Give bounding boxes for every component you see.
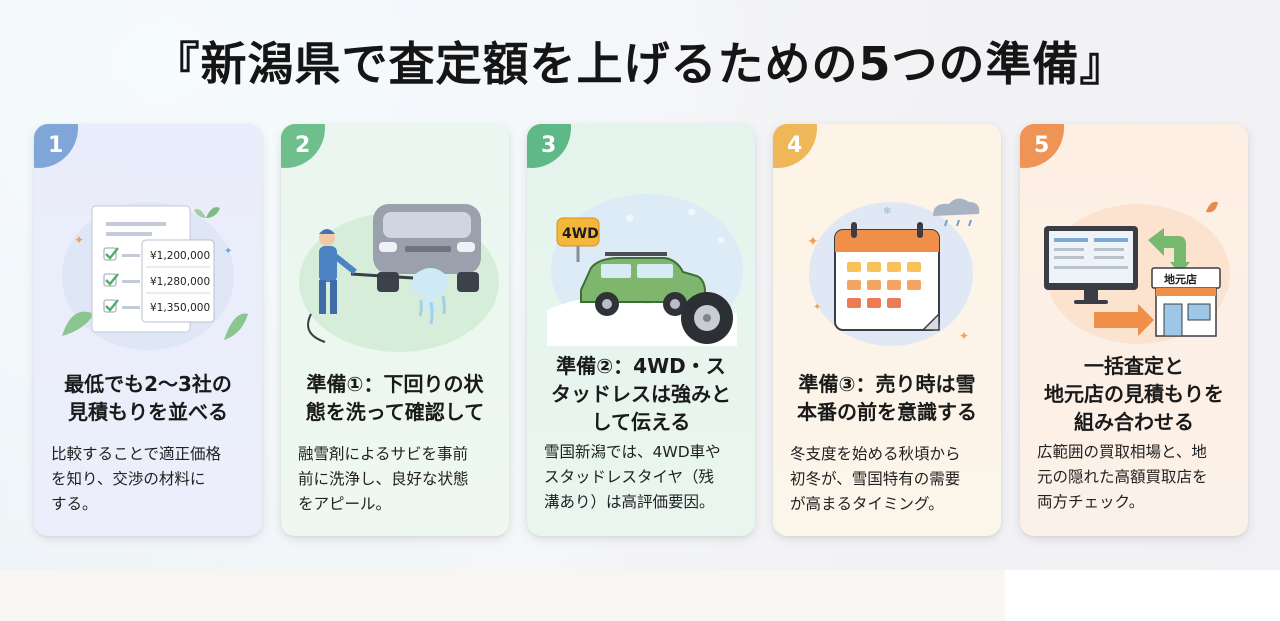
- step-number: 1: [48, 133, 64, 158]
- svg-text:✦: ✦: [813, 302, 821, 313]
- card-1: 1 ✦ ✦ ¥1,200,000 ¥1,280,000: [34, 124, 262, 536]
- card-desc-line: 溝あり）は高評価要因。: [544, 493, 715, 511]
- card-desc-line: をアピール。: [298, 495, 392, 513]
- card-desc-line: 比較することで適正価格: [51, 445, 222, 463]
- page-title: 『新潟県で査定額を上げるための5つの準備』: [153, 37, 1127, 91]
- estimate-documents-illustration: ✦ ✦ ¥1,200,000 ¥1,280,000 ¥1,350,000: [62, 202, 248, 350]
- step-number: 5: [1034, 133, 1050, 158]
- card-title-line: 態を洗って確認して: [305, 400, 485, 424]
- card-desc-line: 広範囲の買取相場と、地: [1037, 443, 1207, 461]
- card-2: 2 準備①：下回りの状 態を洗って確認して 融雪剤によるサビを: [281, 124, 509, 536]
- step-number: 3: [541, 133, 557, 158]
- svg-text:✦: ✦: [74, 233, 84, 247]
- card-title: 準備②：4WD・ス タッドレスは強みと して伝える: [537, 352, 745, 436]
- estimate-value-2: ¥1,280,000: [150, 276, 210, 288]
- card-title-line: 組み合わせる: [1074, 410, 1194, 434]
- card-desc-line: 初冬が、雪国特有の需要: [790, 470, 961, 488]
- card-desc-line: を知り、交渉の材料に: [51, 470, 206, 488]
- card-title-line: 本番の前を意識する: [797, 400, 977, 424]
- card-5: 5 地元店 一括査定と 地元店の見積もりを: [1020, 124, 1248, 536]
- card-title-line: 最低でも2〜3社の: [64, 372, 232, 396]
- card-description: 融雪剤によるサビを事前 前に洗浄し、良好な状態 をアピール。: [298, 442, 498, 517]
- card-desc-line: 前に洗浄し、良好な状態: [298, 470, 469, 488]
- card-desc-line: 融雪剤によるサビを事前: [298, 445, 469, 463]
- card-title-line: 準備③：売り時は雪: [798, 372, 976, 396]
- car-underbody-wash-illustration: [299, 204, 499, 352]
- step-number: 4: [787, 133, 803, 158]
- card-description: 比較することで適正価格 を知り、交渉の材料に する。: [51, 442, 251, 517]
- card-desc-line: 両方チェック。: [1037, 493, 1145, 511]
- card-desc-line: 冬支度を始める秋頃から: [790, 445, 961, 463]
- card-description: 雪国新潟では、4WD車や スタッドレスタイヤ（残 溝あり）は高評価要因。: [544, 440, 744, 515]
- svg-text:✦: ✦: [224, 246, 232, 257]
- card-desc-line: 雪国新潟では、4WD車や: [544, 443, 721, 461]
- card-description: 冬支度を始める秋頃から 初冬が、雪国特有の需要 が高まるタイミング。: [790, 442, 990, 517]
- shop-sign-label: 地元店: [1164, 272, 1197, 286]
- bottom-strip: [0, 570, 1005, 621]
- card-desc-line: 元の隠れた高額買取店を: [1037, 468, 1208, 486]
- card-description: 広範囲の買取相場と、地 元の隠れた高額買取店を 両方チェック。: [1037, 440, 1237, 515]
- online-and-local-shop-illustration: 地元店: [1044, 201, 1230, 344]
- card-list: 1 ✦ ✦ ¥1,200,000 ¥1,280,000: [34, 124, 1248, 536]
- card-title-line: 一括査定と: [1084, 354, 1184, 378]
- 4wd-sign-label: 4WD: [562, 226, 599, 242]
- svg-text:❄: ❄: [883, 206, 891, 217]
- card-title-line: 準備①：下回りの状: [306, 372, 484, 396]
- step-number: 2: [295, 133, 311, 158]
- svg-text:❄: ❄: [717, 236, 725, 247]
- card-title: 準備①：下回りの状 態を洗って確認して: [291, 370, 499, 426]
- svg-text:✦: ✦: [959, 329, 969, 343]
- card-desc-line: する。: [51, 495, 98, 513]
- svg-text:❄: ❄: [687, 206, 696, 219]
- card-title: 一括査定と 地元店の見積もりを 組み合わせる: [1030, 352, 1238, 436]
- card-title: 準備③：売り時は雪 本番の前を意識する: [783, 370, 991, 426]
- card-3: 3 4WD ❄ ❄ ❄ 準備②：4WD・ス タッドレスは強みと して伝える: [527, 124, 755, 536]
- estimate-value-3: ¥1,350,000: [150, 302, 210, 314]
- svg-text:❄: ❄: [625, 212, 634, 225]
- card-title: 最低でも2〜3社の 見積もりを並べる: [44, 370, 252, 426]
- calendar-illustration: ✦ ✦ ✦ ❄: [807, 198, 980, 346]
- svg-text:✦: ✦: [807, 234, 819, 250]
- card-desc-line: が高まるタイミング。: [790, 495, 944, 513]
- card-title-line: タッドレスは強みと: [551, 382, 731, 406]
- 4wd-snow-car-illustration: 4WD ❄ ❄ ❄: [547, 194, 743, 346]
- card-4: 4 ✦ ✦ ✦ ❄: [773, 124, 1001, 536]
- card-title-line: して伝える: [591, 410, 691, 434]
- bottom-strip-right: [1005, 570, 1280, 621]
- estimate-value-1: ¥1,200,000: [150, 250, 210, 262]
- card-title-line: 準備②：4WD・ス: [556, 354, 726, 378]
- card-desc-line: スタッドレスタイヤ（残: [544, 468, 715, 486]
- card-title-line: 見積もりを並べる: [68, 400, 228, 424]
- card-title-line: 地元店の見積もりを: [1044, 382, 1224, 406]
